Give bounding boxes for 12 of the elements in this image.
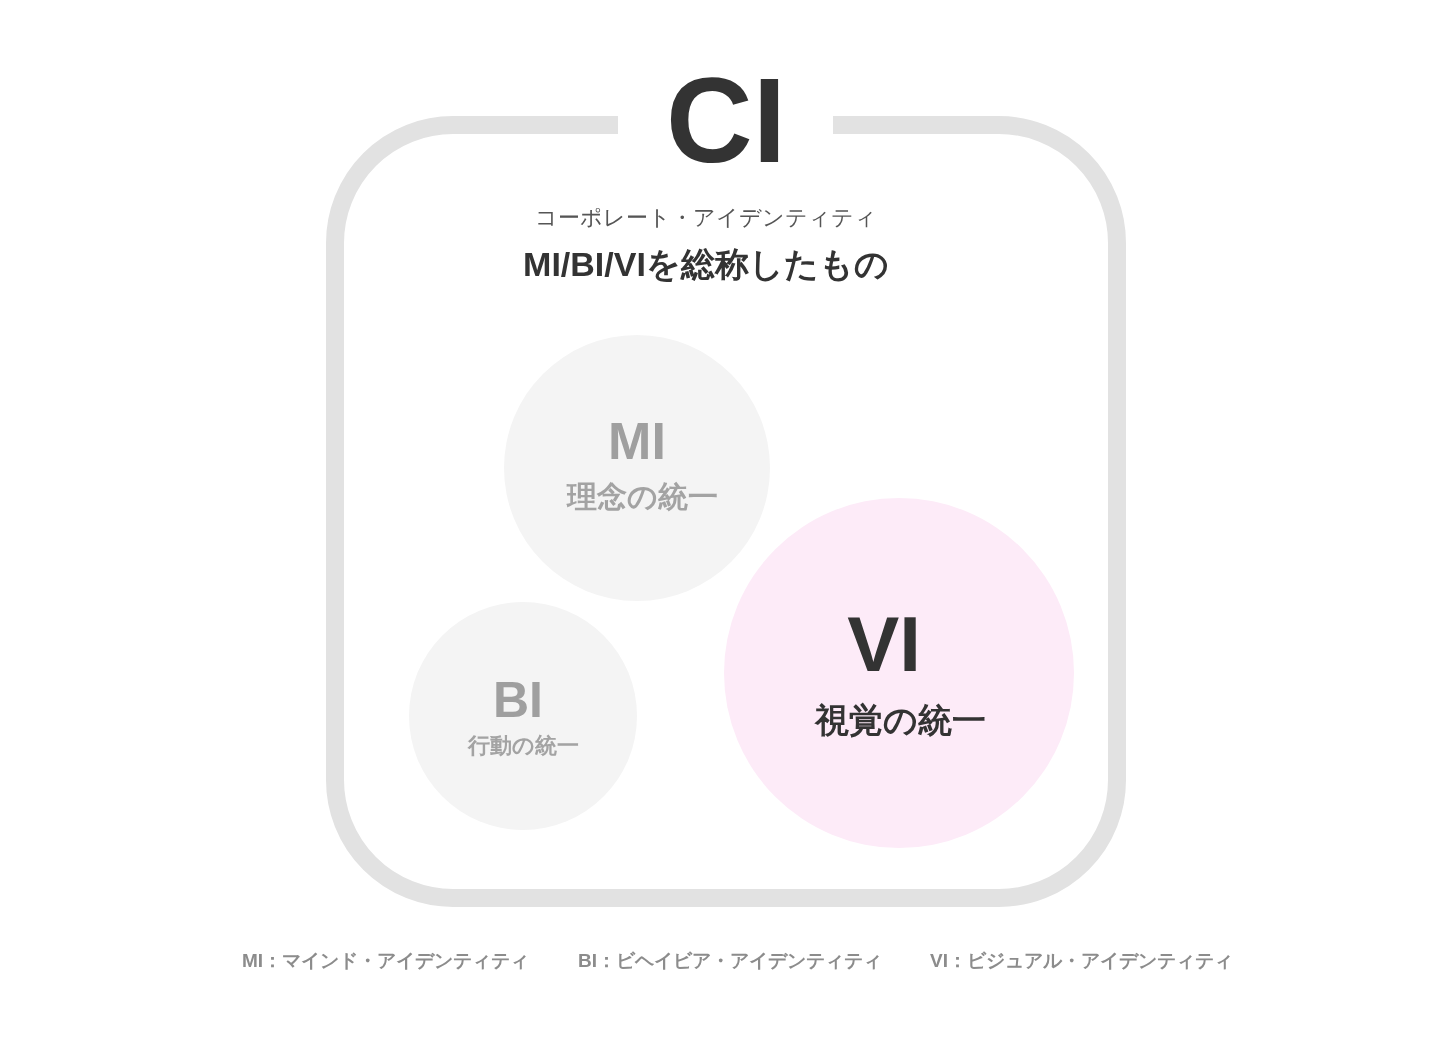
description-text: 視覚の統一 [814,699,986,741]
footnote: BI：ビヘイビア・アイデンティティ [578,949,882,973]
heading: CI [666,60,786,180]
acronym: BI [493,672,543,728]
summary-text: MI/BI/VIを総称したもの [523,243,889,285]
footnote: MI：マインド・アイデンティティ [242,949,530,973]
acronym: VI [847,602,921,688]
footnote: VI：ビジュアル・アイデンティティ [930,949,1233,973]
description-text: 行動の統一 [467,732,579,760]
description-text: 理念の統一 [566,479,718,515]
acronym: MI [608,413,666,471]
subtitle: コーポレート・アイデンティティ [535,204,877,232]
